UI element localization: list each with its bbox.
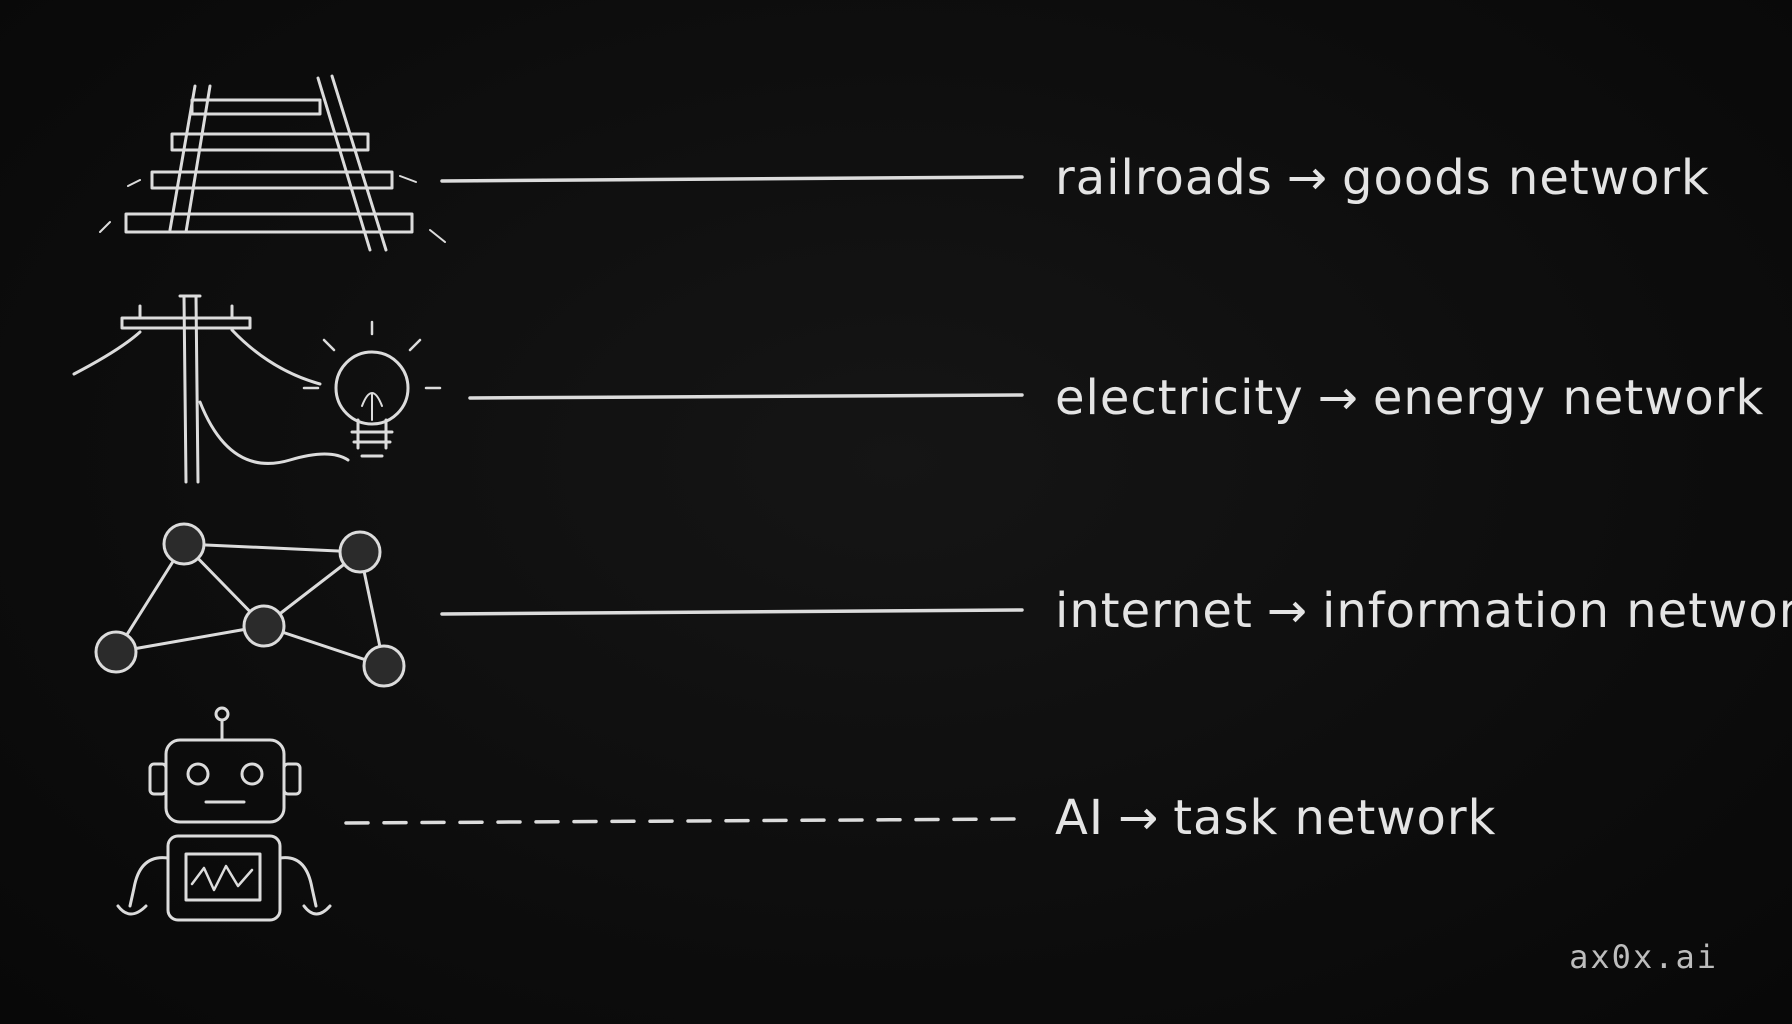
connector-internet [440, 608, 1024, 616]
connector-ai [344, 817, 1024, 825]
network-graph-icon [94, 522, 406, 688]
row-source: electricity [1055, 370, 1304, 426]
row-source: railroads [1055, 150, 1273, 206]
row-electricity: electricity→energy network [1055, 370, 1764, 426]
arrow-icon: → [1286, 150, 1328, 206]
row-network: task network [1173, 790, 1497, 846]
row-source: AI [1055, 790, 1104, 846]
row-network: goods network [1341, 150, 1710, 206]
brand-watermark: ax0x.ai [1569, 938, 1718, 976]
arrow-icon: → [1118, 790, 1160, 846]
arrow-icon: → [1266, 583, 1308, 639]
row-internet: internet→information network [1055, 583, 1792, 639]
row-network: information network [1322, 583, 1792, 639]
row-network: energy network [1372, 370, 1765, 426]
connector-lines [344, 175, 1024, 825]
row-railroads: railroads→goods network [1055, 150, 1710, 206]
robot-icon [116, 706, 332, 922]
row-source: internet [1055, 583, 1253, 639]
row-ai: AI→task network [1055, 790, 1496, 846]
connector-railroads [440, 175, 1024, 183]
power-pole-lightbulb-icon [72, 294, 442, 484]
connector-electricity [468, 393, 1024, 400]
railroad-tracks-icon [99, 74, 446, 252]
arrow-icon: → [1317, 370, 1359, 426]
